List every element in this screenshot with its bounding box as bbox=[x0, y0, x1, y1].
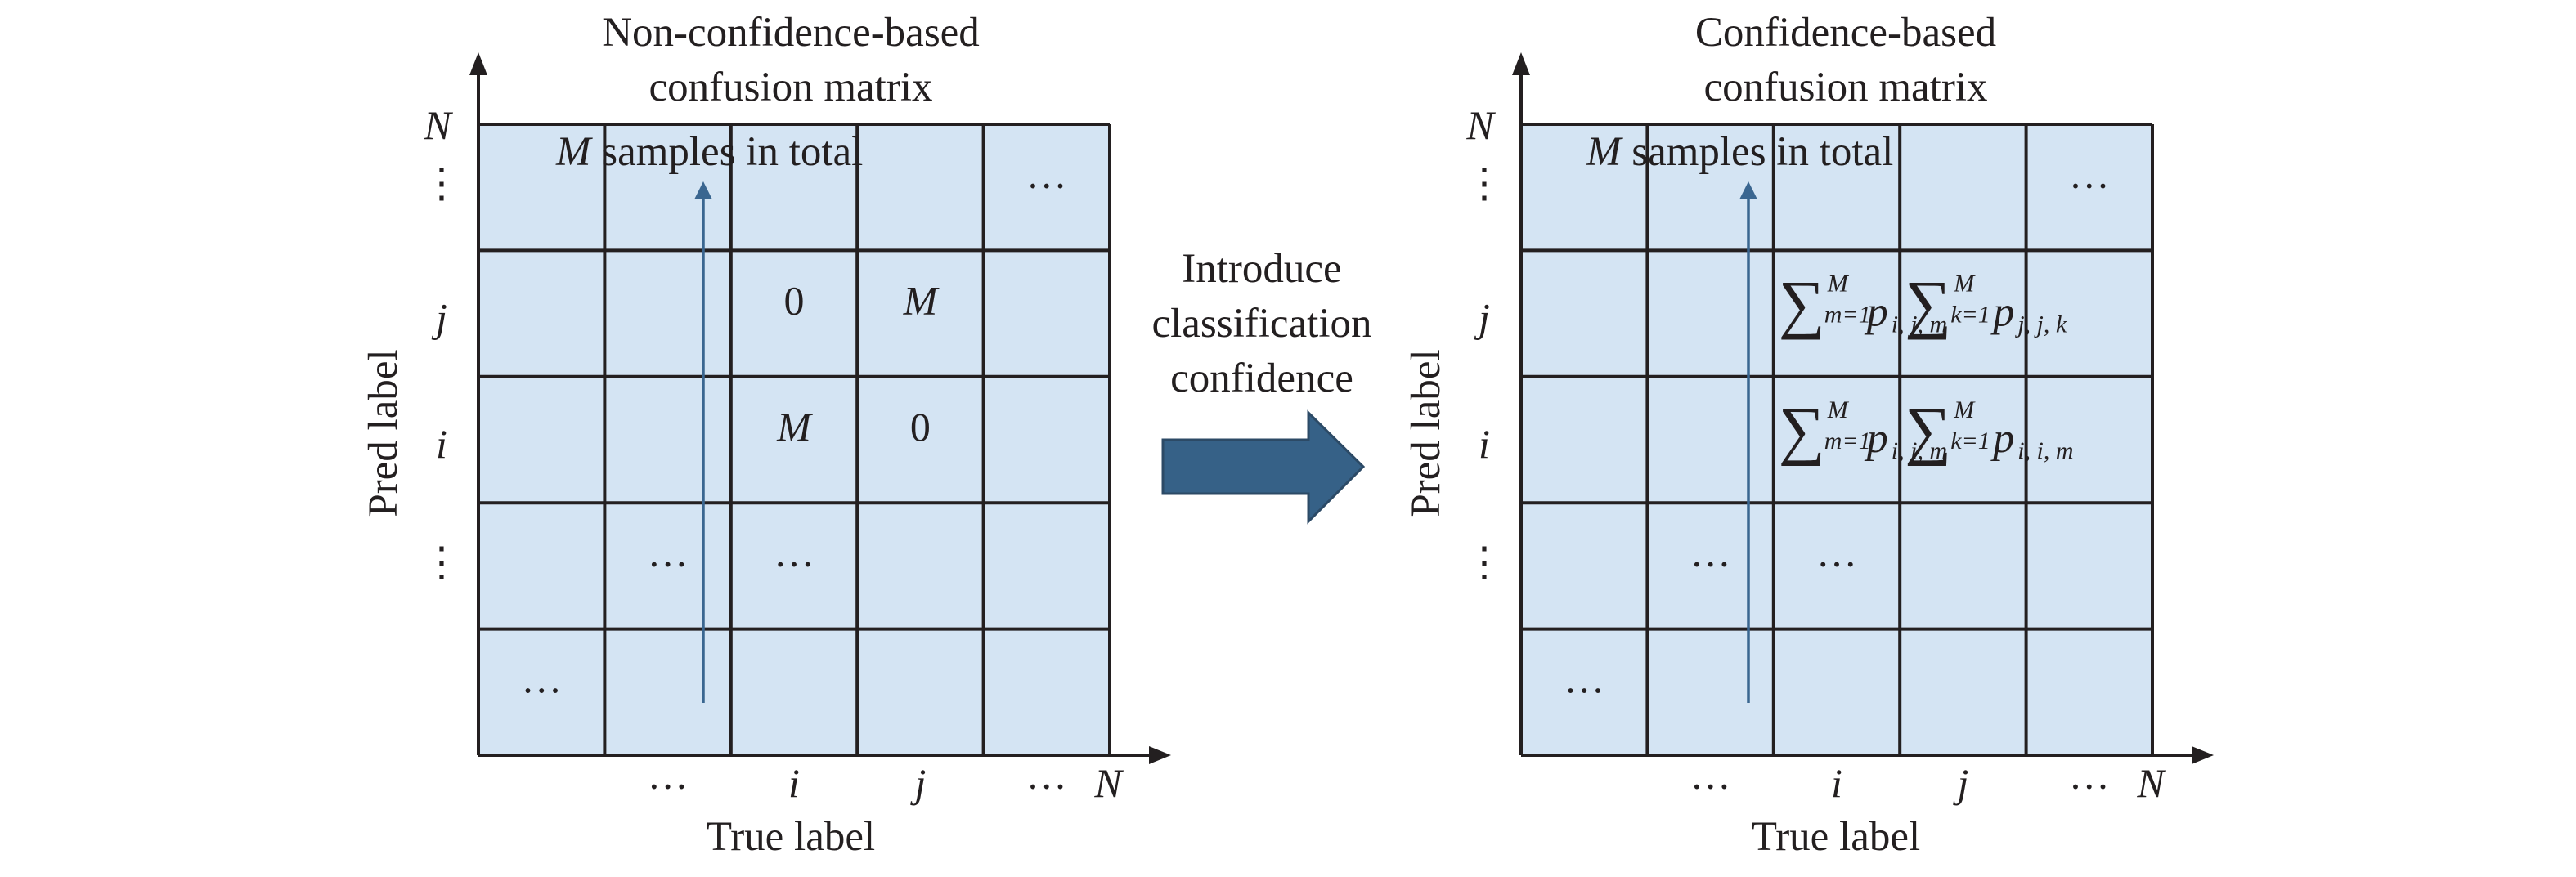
formula-variable: p bbox=[1864, 289, 1888, 335]
matrix-cell-value: M bbox=[903, 277, 940, 323]
x-tick-label: j bbox=[1952, 760, 1968, 806]
y-axis-end-label: N bbox=[423, 102, 453, 148]
y-tick-label: j bbox=[1474, 295, 1490, 341]
sigma-symbol: ∑ bbox=[1779, 268, 1825, 340]
transition-line-1: Introduce bbox=[1182, 246, 1341, 292]
x-axis-title: True label bbox=[707, 814, 875, 860]
sum-upper-limit: M bbox=[1827, 270, 1850, 297]
formula-subscript: i, i, m bbox=[1892, 437, 1947, 464]
x-axis-end-label: N bbox=[1093, 760, 1124, 806]
matrix-cell-value: … bbox=[521, 656, 562, 702]
matrix-cell-value: 0 bbox=[910, 404, 931, 450]
x-tick-label: … bbox=[648, 752, 689, 798]
sigma-symbol: ∑ bbox=[1905, 268, 1951, 340]
matrix-cell-value: … bbox=[2069, 151, 2110, 197]
formula-variable: p bbox=[1990, 289, 2014, 335]
formula-subscript: j, j, k bbox=[2014, 311, 2067, 338]
sum-upper-limit: M bbox=[1827, 396, 1850, 423]
sigma-symbol: ∑ bbox=[1779, 395, 1825, 467]
panel-title-line-1: Non-confidence-based bbox=[602, 10, 980, 56]
right-arrow-icon bbox=[1161, 409, 1366, 525]
non-confidence-matrix-panel: Non-confidence-based confusion matrixTrue… bbox=[361, 10, 1171, 860]
y-tick-label: i bbox=[1479, 421, 1490, 467]
samples-note: M samples in total bbox=[555, 129, 863, 175]
matrix-cell-value: … bbox=[648, 530, 689, 575]
y-tick-label: j bbox=[431, 295, 447, 341]
x-tick-label: … bbox=[2069, 752, 2110, 798]
formula-variable: p bbox=[1990, 415, 2014, 462]
panel-title-line-1: Confidence-based bbox=[1695, 10, 1996, 56]
matrix-cell-value: M bbox=[776, 404, 813, 450]
sum-upper-limit: M bbox=[1953, 270, 1976, 297]
samples-note: M samples in total bbox=[1586, 129, 1893, 175]
samples-note-text: samples in total bbox=[590, 129, 863, 175]
matrix-cell-value: … bbox=[1564, 656, 1604, 702]
y-tick-label: ⋮ bbox=[1464, 539, 1505, 584]
samples-note-text: samples in total bbox=[1621, 129, 1893, 175]
matrix-cell-value: … bbox=[1026, 151, 1067, 197]
y-axis-title: Pred label bbox=[1403, 349, 1449, 517]
y-tick-label: i bbox=[436, 421, 447, 467]
matrix-cell-value: … bbox=[1690, 530, 1731, 575]
x-tick-label: … bbox=[1690, 752, 1731, 798]
x-tick-label: … bbox=[1026, 752, 1067, 798]
panel-title-line-2: confusion matrix bbox=[648, 65, 932, 110]
panel-title-line-2: confusion matrix bbox=[1703, 65, 1987, 110]
x-tick-label: i bbox=[1831, 760, 1842, 806]
transition-line-3: confidence bbox=[1170, 356, 1353, 401]
sum-lower-limit: m=1 bbox=[1824, 301, 1871, 328]
y-axis-arrowhead-icon bbox=[469, 52, 487, 75]
y-axis-end-label: N bbox=[1465, 102, 1496, 148]
matrix-background bbox=[478, 124, 1110, 755]
sum-lower-limit: m=1 bbox=[1824, 427, 1871, 454]
sigma-symbol: ∑ bbox=[1905, 395, 1951, 467]
transition-group: Introduce classification confidence bbox=[1151, 246, 1372, 525]
samples-arrow-head-icon bbox=[694, 181, 712, 199]
sum-upper-limit: M bbox=[1953, 396, 1976, 423]
matrix-cell-value: … bbox=[1816, 530, 1857, 575]
samples-arrow-head-icon bbox=[1739, 181, 1757, 199]
samples-note-variable: M bbox=[555, 129, 593, 175]
x-axis-arrowhead-icon bbox=[1149, 746, 1171, 764]
sum-lower-limit: k=1 bbox=[1950, 427, 1990, 454]
y-tick-label: ⋮ bbox=[421, 539, 462, 584]
transition-line-2: classification bbox=[1151, 301, 1371, 347]
matrix-cell-value: … bbox=[774, 530, 815, 575]
y-tick-label: ⋮ bbox=[1464, 160, 1505, 206]
formula-variable: p bbox=[1864, 415, 1888, 462]
sum-lower-limit: k=1 bbox=[1950, 301, 1990, 328]
x-axis-title: True label bbox=[1752, 814, 1920, 860]
formula-subscript: i, j, m bbox=[1892, 311, 1947, 338]
y-axis-arrowhead-icon bbox=[1512, 52, 1530, 75]
samples-note-variable: M bbox=[1586, 129, 1623, 175]
y-axis-title: Pred label bbox=[361, 349, 406, 517]
formula-subscript: i, i, m bbox=[2017, 437, 2073, 464]
x-tick-label: j bbox=[909, 760, 926, 806]
matrix-cell-value: 0 bbox=[784, 277, 805, 323]
x-axis-arrowhead-icon bbox=[2192, 746, 2214, 764]
y-tick-label: ⋮ bbox=[421, 160, 462, 206]
matrix-background bbox=[1521, 124, 2152, 755]
x-tick-label: i bbox=[788, 760, 800, 806]
x-axis-end-label: N bbox=[2136, 760, 2166, 806]
